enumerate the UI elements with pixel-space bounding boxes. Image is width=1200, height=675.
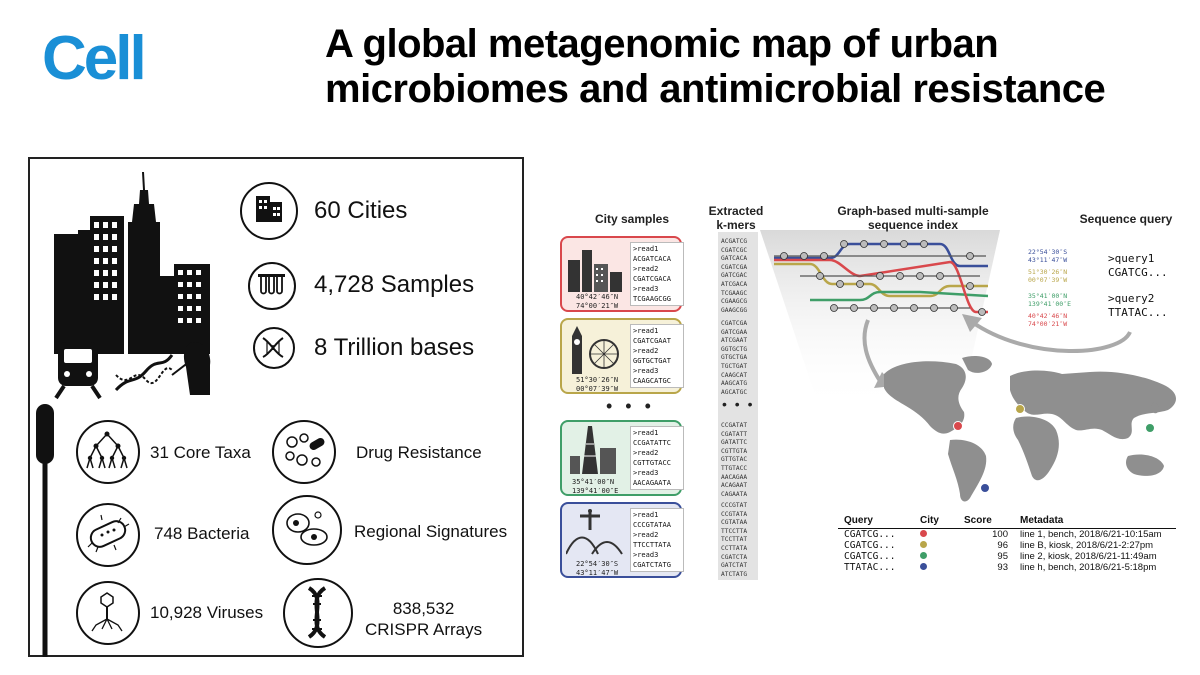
feature-viruses: 10,928 Viruses bbox=[150, 603, 264, 622]
stat-samples-badge bbox=[248, 262, 296, 310]
page-title: A global metagenomic map of urban microb… bbox=[325, 22, 1185, 112]
feature-crispr-label: CRISPR Arrays bbox=[365, 620, 483, 639]
summary-panel bbox=[28, 157, 524, 657]
header-graph-index: Graph-based multi-sample sequence index bbox=[828, 204, 998, 232]
pills-microbes-icon bbox=[285, 433, 325, 467]
results-table: Query City Score Metadata CGATCG... 100 … bbox=[838, 515, 1176, 573]
results-header-row: Query City Score Metadata bbox=[838, 515, 1176, 529]
table-row: TTATAC... 93 line h, bench, 2018/6/21-5:… bbox=[844, 562, 1157, 573]
london-big-ben-icon bbox=[572, 326, 619, 374]
feature-crispr-count: 838,532 bbox=[392, 599, 455, 618]
city-buildings-icon bbox=[256, 196, 282, 222]
feature-drug-resistance-badge bbox=[272, 420, 336, 484]
header-city-samples: City samples bbox=[594, 212, 670, 226]
feature-bacteria-badge bbox=[76, 503, 140, 567]
cells-icon bbox=[286, 511, 328, 546]
stat-bases-badge bbox=[253, 327, 295, 369]
table-row: CGATCG... 96 line B, kiosk, 2018/6/21-2:… bbox=[844, 540, 1154, 551]
dna-double-helix-icon bbox=[307, 586, 327, 639]
feature-crispr-badge bbox=[283, 578, 353, 648]
city-ellipsis: • • • bbox=[606, 396, 655, 416]
tokyo-tower-icon bbox=[570, 426, 616, 474]
feature-bacteria: 748 Bacteria bbox=[154, 524, 250, 543]
graph-path-ny bbox=[774, 258, 988, 314]
stat-bases: 8 Trillion bases bbox=[314, 334, 475, 361]
city-color-dot bbox=[920, 552, 927, 559]
stat-cities-badge bbox=[240, 182, 298, 240]
feature-regional-signatures-badge bbox=[272, 495, 342, 565]
feature-drug-resistance: Drug Resistance bbox=[356, 443, 482, 462]
map-marker-rio bbox=[980, 483, 990, 493]
map-marker-tokyo bbox=[1145, 423, 1155, 433]
results-col-city: City bbox=[914, 515, 958, 529]
header-sequence-query: Sequence query bbox=[1079, 212, 1173, 226]
city-color-dot bbox=[920, 530, 927, 537]
swab-stick-icon bbox=[36, 404, 54, 657]
new-york-skyline-icon bbox=[568, 250, 622, 292]
swab-sample-icon bbox=[114, 342, 211, 395]
header-graph-line1: Graph-based multi-sample bbox=[837, 204, 989, 218]
rio-christ-redeemer-icon bbox=[566, 509, 623, 555]
cell-logo: Cell bbox=[42, 24, 147, 93]
feature-regional-signatures: Regional Signatures bbox=[354, 522, 508, 541]
feature-core-taxa: 31 Core Taxa bbox=[150, 443, 251, 462]
table-row: CGATCG... 100 line 1, bench, 2018/6/21-1… bbox=[844, 529, 1162, 540]
stat-samples: 4,728 Samples bbox=[314, 271, 475, 298]
kmer-column bbox=[718, 232, 758, 580]
results-col-score: Score bbox=[958, 515, 1014, 529]
map-marker-ny bbox=[953, 421, 963, 431]
map-marker-london bbox=[1015, 404, 1025, 414]
header-kmers: Extracted k-mers bbox=[702, 204, 770, 232]
bacterium-icon bbox=[87, 514, 130, 553]
sequence-graph bbox=[774, 240, 989, 316]
bacteriophage-icon bbox=[91, 592, 123, 632]
feature-crispr: 838,532 CRISPR Arrays bbox=[365, 598, 482, 640]
graph-path-tokyo bbox=[810, 290, 989, 302]
test-tubes-icon bbox=[258, 274, 285, 295]
kmer-ellipsis: • • • bbox=[722, 396, 755, 412]
city-color-dot bbox=[920, 541, 927, 548]
train-icon bbox=[54, 342, 102, 400]
stat-cities: 60 Cities bbox=[314, 197, 408, 224]
feature-core-taxa-badge bbox=[76, 420, 140, 484]
dna-helix-icon bbox=[262, 337, 284, 358]
header-graph-line2: sequence index bbox=[867, 218, 959, 232]
results-col-metadata: Metadata bbox=[1014, 515, 1176, 529]
title-line-2: microbiomes and antimicrobial resistance bbox=[325, 67, 1106, 111]
header-kmers-line1: Extracted bbox=[708, 204, 764, 218]
phylogenetic-tree-icon bbox=[86, 431, 128, 469]
city-color-dot bbox=[920, 563, 927, 570]
results-col-query: Query bbox=[838, 515, 914, 529]
feature-viruses-badge bbox=[76, 581, 140, 645]
title-line-1: A global metagenomic map of urban bbox=[325, 22, 999, 66]
world-map bbox=[884, 356, 1176, 502]
table-row: CGATCG... 95 line 2, kiosk, 2018/6/21-11… bbox=[844, 551, 1157, 562]
city-skyline-icon bbox=[54, 172, 210, 354]
header-kmers-line2: k-mers bbox=[716, 218, 756, 232]
